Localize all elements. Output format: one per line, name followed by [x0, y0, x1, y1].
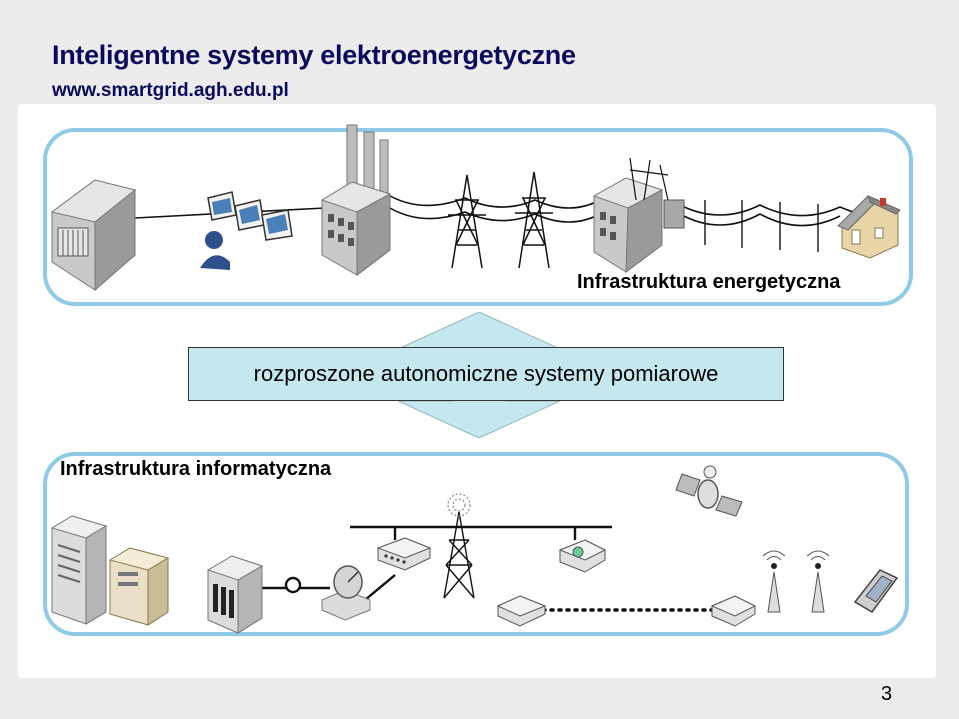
- page-number: 3: [881, 683, 893, 705]
- energy-infrastructure-label: Infrastruktura energetyczna: [577, 271, 841, 293]
- antenna-2: [806, 550, 830, 613]
- power-plant: [320, 124, 392, 277]
- access-point-1: [496, 595, 547, 627]
- house: [837, 195, 901, 259]
- measurement-systems-box: rozproszone autonomiczne systemy pomiaro…: [188, 347, 784, 401]
- slide-title: Inteligentne systemy elektroenergetyczne: [52, 40, 576, 70]
- data-center: [206, 555, 264, 634]
- server-tower: [108, 547, 170, 626]
- mobile-phone: [853, 569, 899, 613]
- transmission-tower-2: [515, 171, 553, 269]
- satellite: [675, 465, 743, 517]
- transmission-tower-1: [448, 174, 486, 269]
- satellite-dish: [321, 565, 371, 621]
- operator-workstation: [200, 191, 293, 270]
- access-point-2: [710, 595, 757, 627]
- slide-url: www.smartgrid.agh.edu.pl: [52, 80, 289, 101]
- substation: [592, 157, 685, 274]
- distribution-poles: [704, 200, 819, 252]
- control-center-building: [50, 179, 137, 292]
- modem: [558, 539, 607, 573]
- server-rack: [50, 515, 108, 625]
- network-switch: [376, 537, 432, 571]
- it-infrastructure-label: Infrastruktura informatyczna: [60, 458, 332, 480]
- network-lines: [258, 525, 612, 601]
- it-infrastructure-box: [43, 452, 909, 636]
- antenna-1: [762, 550, 786, 613]
- radio-tower: [443, 493, 475, 599]
